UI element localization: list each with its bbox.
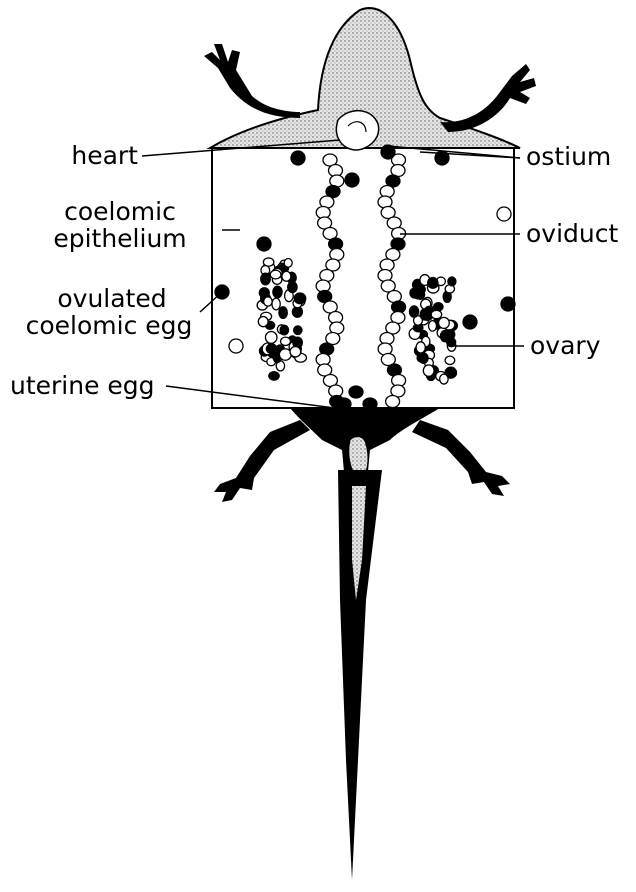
ovarian-egg	[261, 273, 271, 285]
ovarian-egg	[269, 372, 279, 381]
ovarian-egg	[273, 286, 282, 298]
ostium-label: ostium	[526, 143, 611, 171]
ovarian-egg	[290, 347, 301, 357]
ovarian-egg	[265, 332, 277, 344]
ovarian-egg	[266, 344, 277, 354]
left-hind-limb	[214, 420, 310, 502]
uterine-egg-label: uterine egg	[10, 372, 155, 400]
ovary-label: ovary	[530, 332, 600, 360]
ovulated-coelomic-egg-label-line2: coelomic egg	[12, 312, 206, 340]
ovarian-egg	[288, 282, 297, 293]
ovarian-egg	[270, 270, 281, 279]
ovarian-egg	[415, 285, 425, 294]
ovarian-egg	[440, 374, 448, 384]
coelomic-egg	[463, 315, 477, 329]
ovarian-egg	[428, 321, 436, 331]
ovarian-egg	[445, 356, 455, 364]
ovarian-egg	[423, 365, 434, 376]
coelomic-egg	[291, 151, 305, 165]
ovarian-egg	[280, 325, 288, 335]
ovarian-egg	[438, 317, 449, 328]
ovulated-coelomic-egg-label-line1: ovulated	[22, 285, 202, 313]
oviduct-egg	[386, 396, 400, 408]
ovarian-egg	[294, 326, 302, 335]
heart-label: heart	[20, 142, 138, 170]
ovarian-egg	[281, 337, 291, 345]
coelomic-egg	[501, 297, 515, 311]
coelomic-egg	[497, 207, 511, 221]
ovarian-egg	[409, 306, 418, 317]
ovarian-egg	[428, 277, 438, 288]
coelomic-egg	[257, 237, 271, 251]
coelomic-epithelium-label-line1: coelomic	[30, 198, 210, 226]
coelomic-epithelium-label-line2: epithelium	[30, 225, 210, 253]
coelomic-egg	[229, 339, 243, 353]
body-cavity	[212, 148, 514, 408]
ovarian-egg	[258, 317, 268, 327]
ovarian-egg	[272, 298, 280, 310]
right-hind-limb	[412, 420, 510, 496]
ovarian-egg	[448, 277, 456, 286]
ovarian-egg	[417, 354, 428, 363]
oviduct-label: oviduct	[526, 220, 618, 248]
ovarian-egg	[284, 259, 292, 268]
left-front-arm	[204, 44, 300, 118]
right-front-arm	[440, 64, 536, 132]
ovarian-egg	[279, 307, 287, 319]
coelomic-egg	[345, 173, 359, 187]
ovarian-egg	[279, 349, 291, 361]
ovarian-egg	[294, 293, 306, 304]
ovarian-egg	[416, 342, 425, 353]
ovarian-egg	[264, 297, 272, 306]
uterine-egg	[349, 386, 363, 398]
ovarian-egg	[282, 271, 291, 281]
ovarian-egg	[440, 330, 449, 341]
ovarian-egg	[431, 310, 442, 318]
